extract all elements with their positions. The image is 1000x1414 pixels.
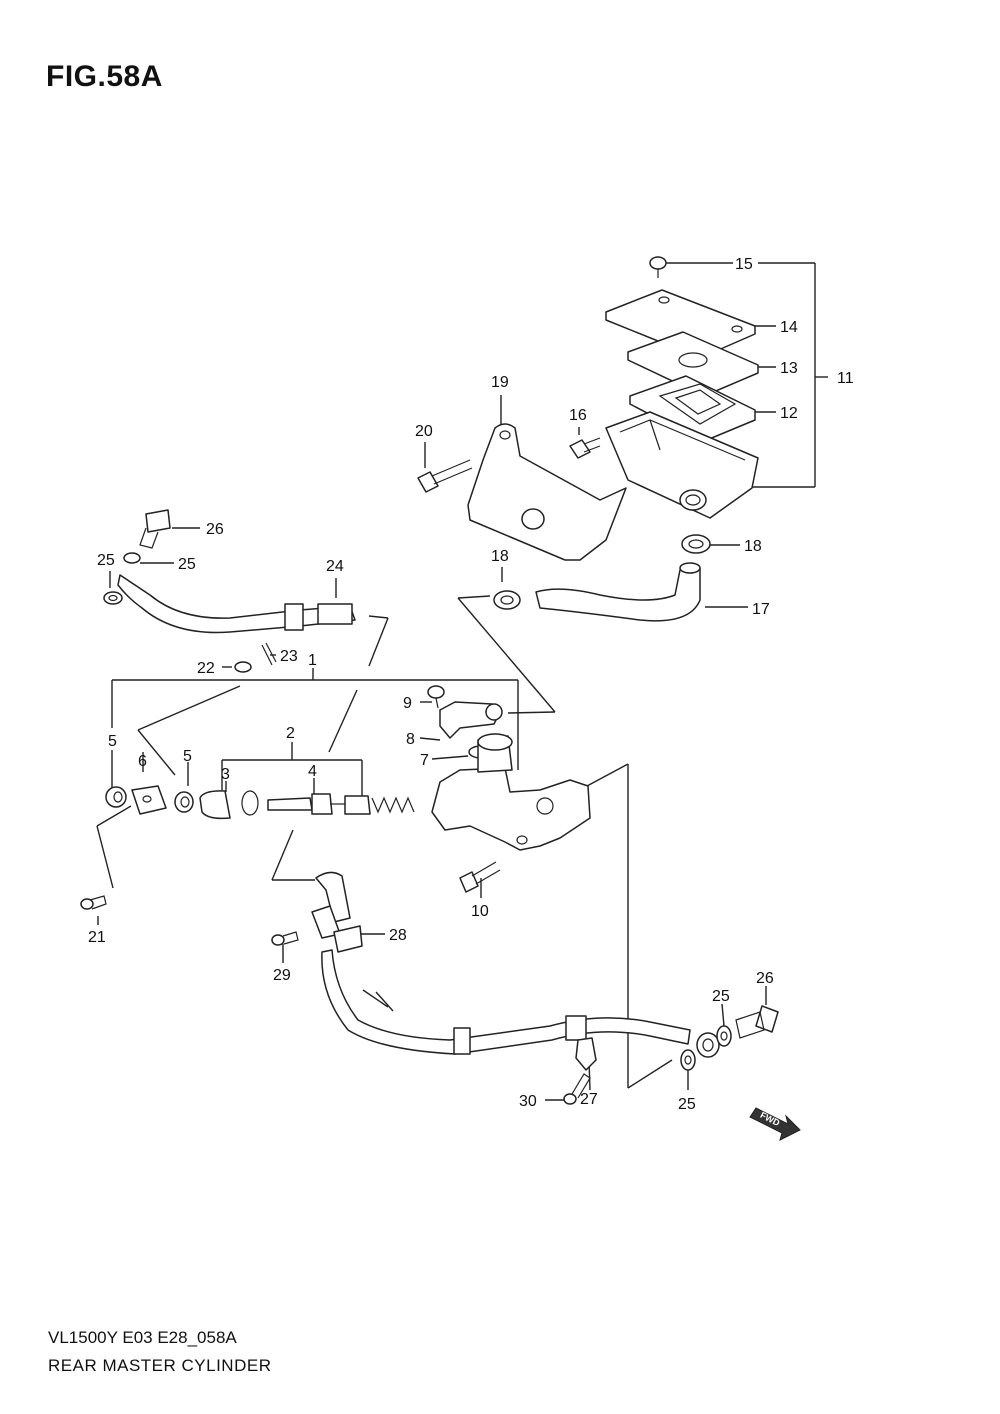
inlet-bolt: [427, 685, 445, 709]
callout-30: 30: [519, 1093, 537, 1110]
callout-25-upper-a: 25: [97, 552, 115, 569]
callout-4: 4: [308, 763, 317, 780]
callout-6: 6: [138, 753, 147, 770]
washer-lower-b: [680, 1049, 696, 1071]
callout-27: 27: [580, 1091, 598, 1108]
clevis-pin: [80, 895, 107, 910]
figure-title: FIG.58A: [46, 60, 163, 93]
reservoir-diaphragm: [629, 375, 756, 443]
washer-lower-a: [716, 1025, 732, 1047]
leader-lines: [96, 262, 828, 1101]
washer-upper-a: [123, 552, 141, 564]
callout-29: 29: [273, 967, 291, 984]
mounting-bolt: [459, 861, 501, 893]
snap-ring: [241, 790, 259, 816]
callout-28: 28: [389, 927, 407, 944]
callout-24: 24: [326, 558, 344, 575]
callout-19: 19: [491, 374, 509, 391]
callout-1: 1: [308, 652, 317, 669]
banjo-bolt-lower: [735, 1005, 779, 1039]
callout-17: 17: [752, 601, 770, 618]
banjo-bolt-upper: [139, 509, 171, 549]
reservoir-plate: [627, 331, 759, 397]
callout-21: 21: [88, 929, 106, 946]
callout-26-upper: 26: [206, 521, 224, 538]
callout-14: 14: [780, 319, 798, 336]
piston-spring: [344, 795, 415, 815]
callout-18-right: 18: [744, 538, 762, 555]
callout-25-upper-b: 25: [178, 556, 196, 573]
callout-9: 9: [403, 695, 412, 712]
inlet-connector: [439, 701, 503, 739]
cotter-pin: [261, 642, 277, 666]
hose-clamp-bolt: [563, 1073, 591, 1105]
piston-cup: [199, 790, 231, 820]
hose-clip-lower: [493, 590, 521, 610]
callout-13: 13: [780, 360, 798, 377]
clevis-joint: [131, 785, 167, 815]
reservoir-bolt: [569, 437, 601, 459]
boot-seal-left: [105, 786, 127, 808]
callout-11: 11: [837, 370, 854, 387]
lower-hose-assembly: [311, 871, 720, 1071]
callout-3: 3: [221, 766, 230, 783]
bracket-bolt: [417, 459, 473, 493]
master-cylinder-body: [431, 733, 591, 851]
callout-23: 23: [280, 648, 298, 665]
washer-upper-b: [103, 591, 123, 605]
callout-7: 7: [420, 752, 429, 769]
hose-clip-upper: [681, 534, 711, 554]
callout-26-lower: 26: [756, 970, 774, 987]
boot-seal-right: [174, 791, 194, 813]
callout-22: 22: [197, 660, 215, 677]
callout-15: 15: [735, 256, 753, 273]
model-code: VL1500Y E03 E28_058A: [48, 1328, 237, 1347]
callout-5-right: 5: [183, 748, 192, 765]
fwd-arrow-icon: FWD: [749, 1107, 801, 1141]
callout-8: 8: [406, 731, 415, 748]
callout-16: 16: [569, 407, 587, 424]
figure-name: REAR MASTER CYLINDER: [48, 1356, 272, 1375]
clamp-bolt: [271, 931, 299, 946]
brake-hose-upper: [117, 574, 356, 634]
callout-18-left: 18: [491, 548, 509, 565]
callout-12: 12: [780, 405, 798, 422]
reservoir-tank: [605, 411, 759, 519]
callout-20: 20: [415, 423, 433, 440]
reservoir-hose: [535, 562, 701, 622]
callout-10: 10: [471, 903, 489, 920]
callout-2: 2: [286, 725, 295, 742]
reservoir-bracket: [467, 423, 627, 561]
reservoir-cap-screw: [649, 256, 667, 278]
reservoir-cap: [605, 289, 756, 359]
push-rod: [267, 793, 345, 815]
callout-25-lower-a: 25: [712, 988, 730, 1005]
callout-5-left: 5: [108, 733, 117, 750]
callout-labels: 15 14 13 12 11 19 16 20 26 25 25 24 18 1…: [88, 256, 854, 1113]
callout-25-lower-b: 25: [678, 1096, 696, 1113]
pin-washer: [234, 661, 252, 673]
parts: [80, 256, 779, 1105]
